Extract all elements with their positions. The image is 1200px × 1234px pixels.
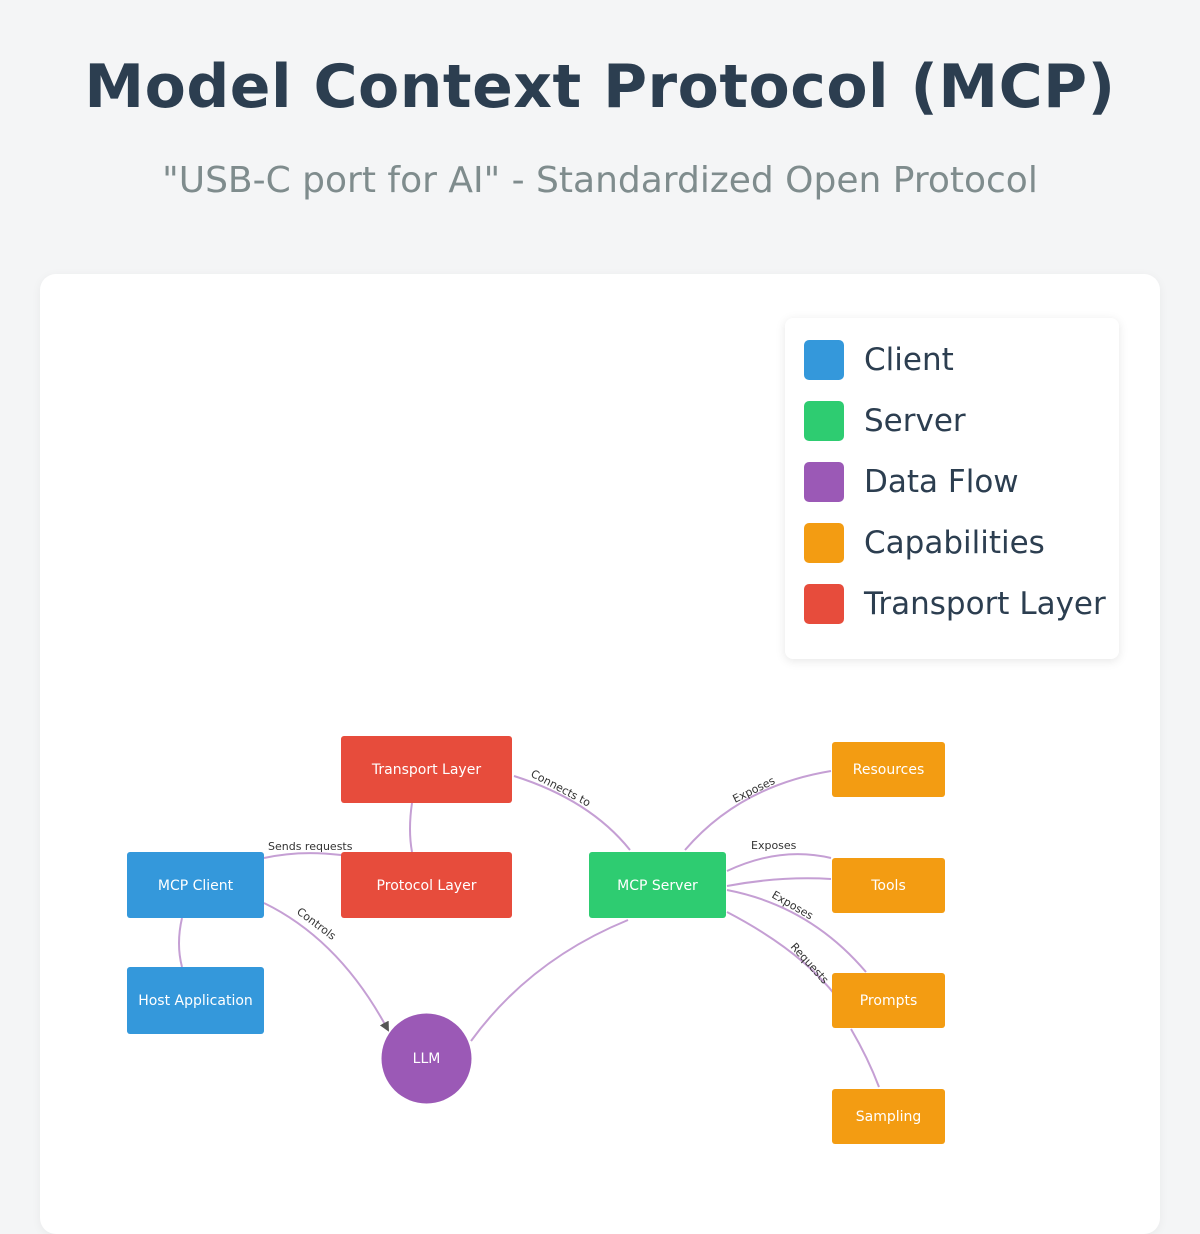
edge-contains <box>178 917 183 968</box>
edge-connects-to <box>513 775 631 851</box>
node-protocol-layer-label: Protocol Layer <box>377 878 477 894</box>
node-protocol-layer[interactable]: Protocol Layer <box>341 852 512 918</box>
page-subtitle: "USB-C port for AI" - Standardized Open … <box>162 160 1038 201</box>
node-tools-label: Tools <box>870 878 906 894</box>
node-sampling-box <box>832 1089 945 1144</box>
node-mcp-client[interactable]: MCP Client <box>127 852 264 918</box>
node-mcp-server-label: MCP Server <box>617 878 698 894</box>
edge-routes-through <box>409 802 413 853</box>
node-resources-label: Resources <box>853 762 925 778</box>
node-resources-box <box>832 742 945 797</box>
node-host-application-label: Host Application <box>138 993 253 1009</box>
node-host-application-box <box>127 967 264 1034</box>
legend-item-transport-layer: Transport Layer <box>804 584 1106 624</box>
node-llm-label: LLM <box>413 1051 441 1067</box>
legend-item-server: Server <box>804 401 966 441</box>
node-transport-layer[interactable]: Transport Layer <box>341 736 512 803</box>
node-tools[interactable]: Tools <box>832 858 945 913</box>
legend-item-data-flow: Data Flow <box>804 462 1019 502</box>
legend-swatch-capabilities <box>804 523 844 563</box>
edge-label-sends-requests: Sends requests <box>268 840 353 853</box>
edge-exposes-resources <box>684 770 832 851</box>
legend-label-transport-layer: Transport Layer <box>864 586 1106 622</box>
legend-swatch-transport-layer <box>804 584 844 624</box>
edge-prompts-sampling <box>850 1028 880 1088</box>
edge-controls <box>263 902 389 1032</box>
edge-exposes-tools <box>726 853 832 872</box>
legend-label-client: Client <box>864 342 954 378</box>
node-mcp-client-box <box>127 852 264 918</box>
edge-sends-requests <box>263 852 342 859</box>
edge-llm-to-server <box>470 919 629 1042</box>
edge-label-exposes-resources: Exposes <box>731 774 778 806</box>
edge-requests <box>726 911 837 997</box>
node-mcp-server-box <box>589 852 726 918</box>
node-llm[interactable]: LLM <box>381 1013 472 1104</box>
edge-label-exposes-tools: Exposes <box>751 839 797 852</box>
node-tools-box <box>832 858 945 913</box>
edge-exposes-prompts <box>726 889 867 973</box>
node-prompts[interactable]: Prompts <box>832 973 945 1028</box>
node-sampling[interactable]: Sampling <box>832 1089 945 1144</box>
edge-label-requests: Requests <box>788 940 832 986</box>
node-resources[interactable]: Resources <box>832 742 945 797</box>
node-protocol-layer-box <box>341 852 512 918</box>
edge-label-contains: Contains <box>164 920 177 968</box>
legend-swatch-server <box>804 401 844 441</box>
node-transport-layer-box <box>341 736 512 803</box>
legend-swatch-data-flow <box>804 462 844 502</box>
legend: Client Server Data Flow Capabilities Tra… <box>785 318 1119 659</box>
page-title: Model Context Protocol (MCP) <box>84 52 1116 122</box>
node-mcp-server[interactable]: MCP Server <box>589 852 726 918</box>
legend-item-capabilities: Capabilities <box>804 523 1045 563</box>
mcp-diagram: Connects to Sends requests Routes throug… <box>127 736 945 1144</box>
node-prompts-box <box>832 973 945 1028</box>
edge-server-tools-2 <box>726 877 832 887</box>
node-transport-layer-label: Transport Layer <box>371 762 481 778</box>
node-llm-circle <box>381 1013 472 1104</box>
node-host-application[interactable]: Host Application <box>127 967 264 1034</box>
legend-item-client: Client <box>804 340 954 380</box>
legend-label-capabilities: Capabilities <box>864 525 1045 561</box>
edge-label-connects-to: Connects to <box>529 767 593 809</box>
node-sampling-label: Sampling <box>856 1109 922 1125</box>
node-mcp-client-label: MCP Client <box>158 878 234 894</box>
legend-label-data-flow: Data Flow <box>864 464 1019 500</box>
legend-label-server: Server <box>864 403 966 439</box>
legend-swatch-client <box>804 340 844 380</box>
node-prompts-label: Prompts <box>860 993 918 1009</box>
